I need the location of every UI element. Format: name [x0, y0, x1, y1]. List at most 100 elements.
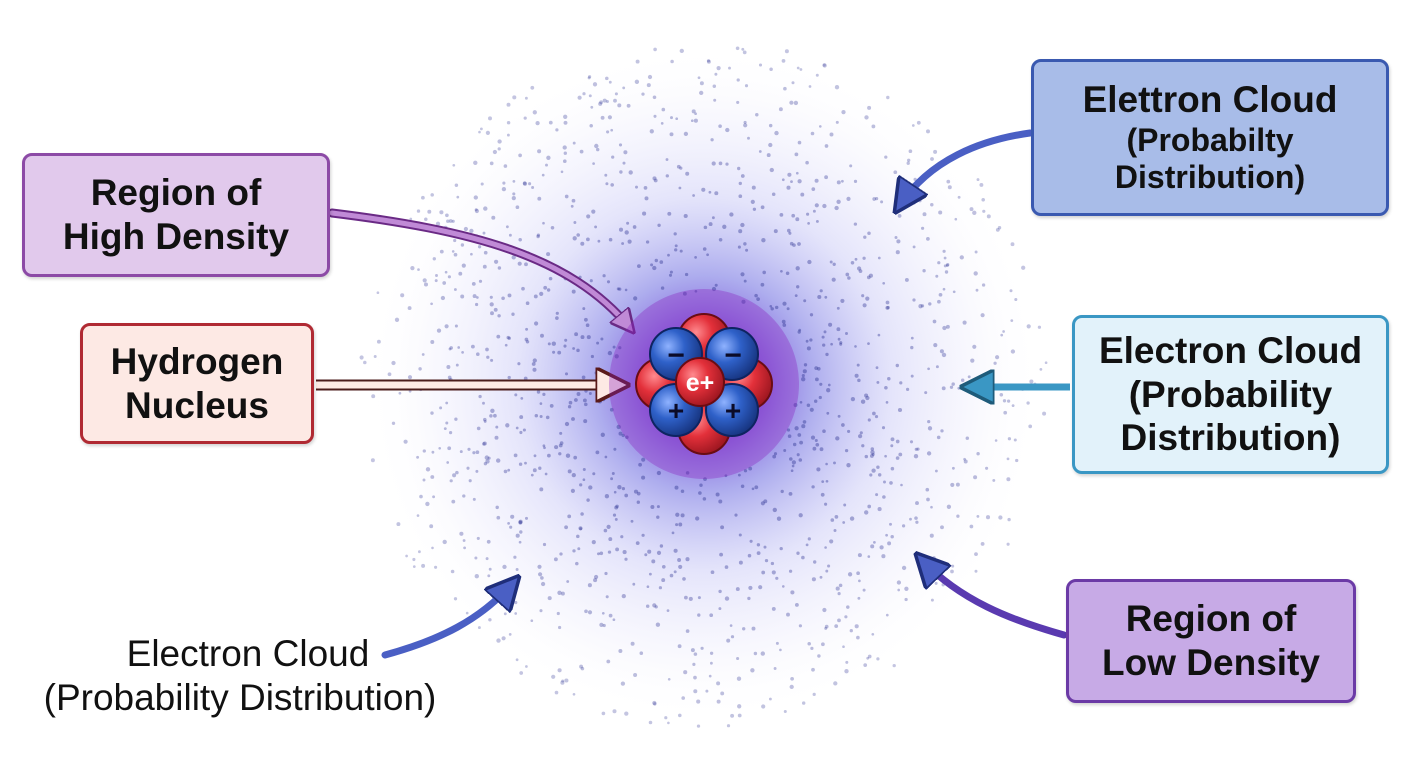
- cloud-dot: [884, 454, 887, 458]
- cloud-dot: [912, 201, 916, 205]
- cloud-dot: [854, 257, 858, 261]
- cloud-dot: [911, 124, 915, 127]
- cloud-dot: [462, 494, 466, 498]
- cloud-dot: [904, 586, 909, 591]
- cloud-dot: [822, 429, 826, 433]
- cloud-dot: [635, 59, 640, 64]
- cloud-dot: [614, 505, 619, 510]
- cloud-dot: [728, 66, 731, 70]
- cloud-dot: [576, 348, 580, 353]
- cloud-dot: [618, 649, 623, 653]
- cloud-dot: [563, 151, 567, 155]
- cloud-dot: [862, 588, 866, 592]
- cloud-dot: [792, 442, 797, 447]
- cloud-dot: [1014, 297, 1018, 302]
- cloud-dot: [882, 495, 886, 499]
- cloud-dot: [618, 287, 622, 291]
- cloud-dot: [591, 540, 596, 545]
- cloud-dot: [453, 252, 458, 257]
- cloud-dot: [657, 223, 661, 227]
- cloud-dot: [567, 514, 572, 519]
- cloud-dot: [518, 153, 522, 158]
- cloud-dot: [493, 413, 497, 418]
- cloud-dot: [486, 539, 491, 544]
- cloud-dot: [532, 358, 537, 363]
- cloud-dot: [893, 170, 898, 175]
- label-electron-cloud-bottom: Electron Cloud (Probability Distribution…: [12, 632, 468, 721]
- cloud-dot: [788, 231, 792, 235]
- cloud-dot: [828, 322, 833, 327]
- cloud-dot: [927, 419, 931, 424]
- cloud-dot: [586, 214, 591, 219]
- cloud-dot: [691, 109, 696, 114]
- cloud-dot: [699, 81, 704, 86]
- cloud-dot: [638, 462, 642, 467]
- cloud-dot: [579, 664, 584, 669]
- cloud-dot: [784, 49, 789, 54]
- cloud-dot: [811, 577, 816, 582]
- cloud-dot: [572, 692, 576, 696]
- cloud-dot: [747, 553, 752, 558]
- cloud-dot: [1003, 410, 1008, 415]
- cloud-dot: [482, 442, 486, 446]
- cloud-dot: [771, 192, 776, 196]
- cloud-dot: [847, 429, 851, 433]
- cloud-dot: [560, 591, 565, 596]
- cloud-dot: [829, 260, 833, 264]
- cloud-dot: [797, 179, 802, 184]
- cloud-dot: [644, 196, 649, 201]
- cloud-dot: [914, 447, 918, 451]
- label-line: (Probabilty: [1126, 121, 1294, 158]
- cloud-dot: [714, 191, 719, 196]
- cloud-dot: [807, 222, 810, 225]
- cloud-dot: [827, 564, 831, 568]
- cloud-dot: [449, 479, 453, 483]
- cloud-dot: [750, 668, 755, 673]
- cloud-dot: [790, 676, 794, 681]
- cloud-dot: [847, 276, 851, 280]
- cloud-dot: [821, 335, 825, 339]
- cloud-dot: [751, 626, 756, 631]
- arrow-elettron-cloud: [900, 129, 1034, 205]
- cloud-dot: [864, 454, 869, 459]
- cloud-dot: [552, 350, 556, 354]
- cloud-dot: [656, 505, 660, 509]
- cloud-dot: [861, 294, 865, 298]
- label-line: Region of: [90, 172, 262, 214]
- cloud-dot: [664, 716, 668, 720]
- cloud-dot: [548, 120, 553, 125]
- minus-sign: −: [667, 339, 685, 372]
- label-hydrogen-nucleus: Hydrogen Nucleus: [80, 323, 314, 444]
- cloud-dot: [531, 186, 535, 189]
- cloud-dot: [621, 433, 625, 438]
- cloud-dot: [890, 437, 895, 442]
- cloud-dot: [547, 342, 551, 346]
- cloud-dot: [670, 59, 674, 64]
- cloud-dot: [407, 306, 412, 311]
- cloud-dot: [858, 579, 861, 583]
- cloud-dot: [793, 100, 799, 106]
- cloud-dot: [796, 285, 800, 289]
- cloud-dot: [854, 345, 857, 348]
- cloud-dot: [495, 425, 499, 429]
- cloud-dot: [606, 130, 610, 134]
- label-electron-cloud-right: Electron Cloud (Probability Distribution…: [1072, 315, 1389, 474]
- cloud-dot: [432, 495, 436, 499]
- cloud-dot: [676, 164, 681, 169]
- cloud-dot: [833, 461, 836, 465]
- cloud-dot: [832, 262, 836, 266]
- cloud-dot: [685, 471, 690, 475]
- cloud-dot: [768, 142, 773, 148]
- cloud-dot: [710, 138, 714, 142]
- cloud-dot: [807, 259, 812, 265]
- cloud-dot: [907, 158, 911, 162]
- cloud-dot: [826, 388, 831, 393]
- cloud-dot: [834, 515, 839, 519]
- cloud-dot: [416, 514, 420, 517]
- cloud-dot: [588, 94, 592, 98]
- label-line: (Probability Distribution): [43, 677, 437, 719]
- cloud-dot: [735, 587, 740, 592]
- cloud-dot: [743, 242, 747, 246]
- cloud-dot: [779, 648, 782, 652]
- cloud-dot: [508, 609, 512, 613]
